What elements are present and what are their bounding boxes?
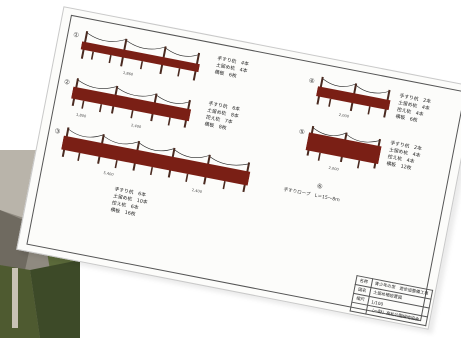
figure-5-number: ⑤ — [298, 127, 306, 137]
figure-4-fence — [316, 76, 391, 118]
figure-4-number: ④ — [308, 76, 316, 86]
rope-number: ⑥ — [316, 181, 324, 191]
figure-5-fence — [305, 125, 382, 169]
drawing-sheet: ① 1,860 手すり杭 4本 土留め杭 4本 横板 6枚 ② 1,800 2,… — [16, 6, 461, 330]
figure-2-labels: 手すり杭 6本 土留め杭 8本 控え杭 7本 横板 8枚 — [204, 101, 241, 132]
figure-3-number: ③ — [53, 126, 62, 136]
figure-5-labels: 手すり杭 2本 土留め杭 4本 控え杭 4本 横板 12枚 — [385, 141, 423, 172]
figure-2-fence — [71, 78, 192, 128]
figure-1-number: ① — [72, 30, 80, 40]
figure-2-number: ② — [63, 77, 71, 87]
figure-3-fence — [61, 127, 251, 193]
figure-4-labels: 手すり杭 2本 土留め杭 4本 控え杭 4本 横板 6枚 — [394, 94, 432, 124]
figure-1-fence — [80, 30, 201, 81]
